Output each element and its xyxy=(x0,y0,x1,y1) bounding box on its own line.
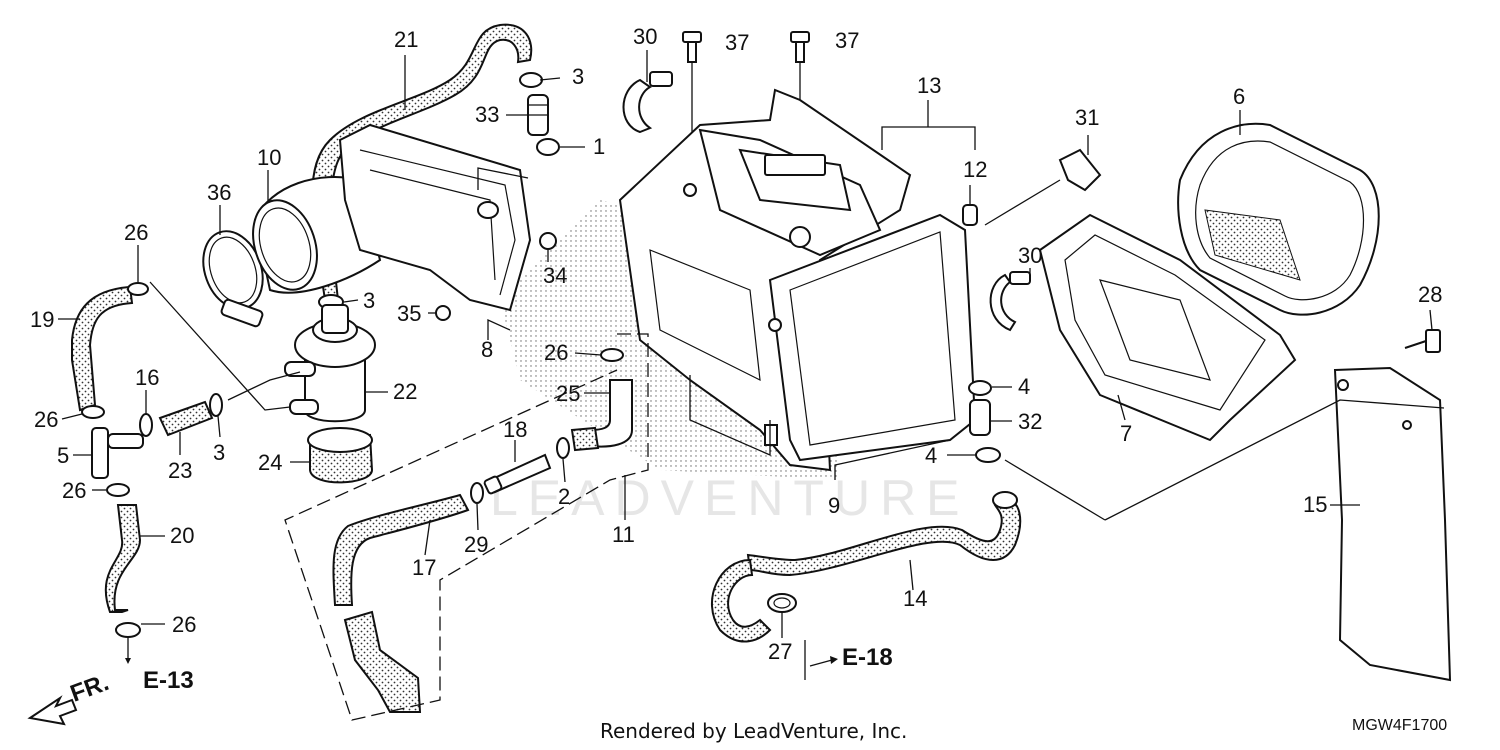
callout-37-right: 37 xyxy=(835,28,859,53)
hose-23 xyxy=(158,400,214,437)
callout-28: 28 xyxy=(1418,282,1442,307)
bolt-34 xyxy=(539,232,557,250)
clamp-27 xyxy=(767,593,797,613)
callout-33: 33 xyxy=(475,102,499,127)
front-direction-arrow: FR. xyxy=(27,669,113,726)
clip-4-low xyxy=(975,447,1001,463)
pipe-18 xyxy=(483,453,552,495)
clip-26c xyxy=(106,483,130,497)
callout-3-top: 3 xyxy=(572,64,584,89)
callout-12: 12 xyxy=(963,157,987,182)
air-filter-6 xyxy=(1177,122,1380,316)
callout-14: 14 xyxy=(903,586,927,611)
joint-32 xyxy=(969,399,991,436)
callout-26-c: 26 xyxy=(62,478,86,503)
callout-30-top: 30 xyxy=(633,24,657,49)
filter-frame-7 xyxy=(1038,213,1297,442)
clip-3-low xyxy=(209,393,223,417)
clip-26d xyxy=(115,622,141,638)
callout-23: 23 xyxy=(168,458,192,483)
clip-26e xyxy=(600,348,624,362)
callout-2: 2 xyxy=(558,484,570,509)
hose-19 xyxy=(71,285,134,412)
nut-35 xyxy=(435,305,451,321)
callout-6: 6 xyxy=(1233,84,1245,109)
callout-37-left: 37 xyxy=(725,30,749,55)
callout-11: 11 xyxy=(612,522,635,547)
clip-3-top xyxy=(519,72,543,88)
callout-10: 10 xyxy=(257,145,281,170)
callout-32: 32 xyxy=(1018,409,1042,434)
callout-31: 31 xyxy=(1075,105,1099,130)
hose-17 xyxy=(332,493,470,606)
callout-25: 25 xyxy=(556,381,580,406)
callout-26-d: 26 xyxy=(172,612,196,637)
hose-20 xyxy=(104,504,142,613)
callout-22: 22 xyxy=(393,379,417,404)
clip-1 xyxy=(536,138,560,156)
callout-1: 1 xyxy=(593,134,605,159)
cap-24 xyxy=(307,427,374,484)
bolt-28 xyxy=(1404,329,1441,353)
callout-29: 29 xyxy=(464,532,488,557)
joint-12 xyxy=(962,204,978,226)
callout-13: 13 xyxy=(917,73,941,98)
clip-26a xyxy=(127,282,149,296)
clip-4-top xyxy=(968,380,992,396)
callout-4-top: 4 xyxy=(1018,374,1030,399)
air-valve-22 xyxy=(284,304,376,423)
inlet-duct-8 xyxy=(338,123,532,312)
clip-2 xyxy=(556,437,570,459)
callout-8: 8 xyxy=(481,337,493,362)
callout-26-e: 26 xyxy=(544,340,568,365)
front-label: FR. xyxy=(67,669,113,708)
callout-26-b: 26 xyxy=(34,407,58,432)
callout-7: 7 xyxy=(1120,421,1132,446)
ref-e13: E-13 xyxy=(143,667,194,694)
bolt-37-right xyxy=(790,31,810,63)
clip-16 xyxy=(139,413,153,437)
callout-18: 18 xyxy=(503,417,527,442)
air-box-9 xyxy=(618,88,977,472)
callout-19: 19 xyxy=(30,307,54,332)
callout-21: 21 xyxy=(394,27,418,52)
callout-5: 5 xyxy=(57,443,69,468)
callout-27: 27 xyxy=(768,639,792,664)
callout-30-right: 30 xyxy=(1018,243,1042,268)
callout-35: 35 xyxy=(397,301,421,326)
callout-26-a: 26 xyxy=(124,220,148,245)
footer-credit: Rendered by LeadVenture, Inc. xyxy=(600,719,907,743)
tee-joint-5 xyxy=(91,427,144,479)
cover-15 xyxy=(1333,366,1452,682)
bolt-37-left xyxy=(682,31,702,63)
callout-16: 16 xyxy=(135,365,159,390)
callout-15: 15 xyxy=(1303,492,1327,517)
ref-e18: E-18 xyxy=(842,644,893,671)
callout-17: 17 xyxy=(412,555,436,580)
diagram-code: MGW4F1700 xyxy=(1352,717,1447,734)
clip-29 xyxy=(470,482,484,504)
callout-3-mid: 3 xyxy=(363,288,375,313)
band-clamp-30-right xyxy=(989,273,1017,332)
callout-24: 24 xyxy=(258,450,282,475)
callout-3-low: 3 xyxy=(213,440,225,465)
callout-20: 20 xyxy=(170,523,194,548)
clip-26b xyxy=(81,405,105,419)
bracket-31 xyxy=(1058,148,1102,192)
callout-9: 9 xyxy=(828,493,840,518)
callout-34: 34 xyxy=(543,263,567,288)
watermark-text: LEADVENTURE xyxy=(490,470,970,526)
callout-4-low: 4 xyxy=(925,443,937,468)
callout-36: 36 xyxy=(207,180,231,205)
band-clamp-30-top xyxy=(622,78,653,134)
